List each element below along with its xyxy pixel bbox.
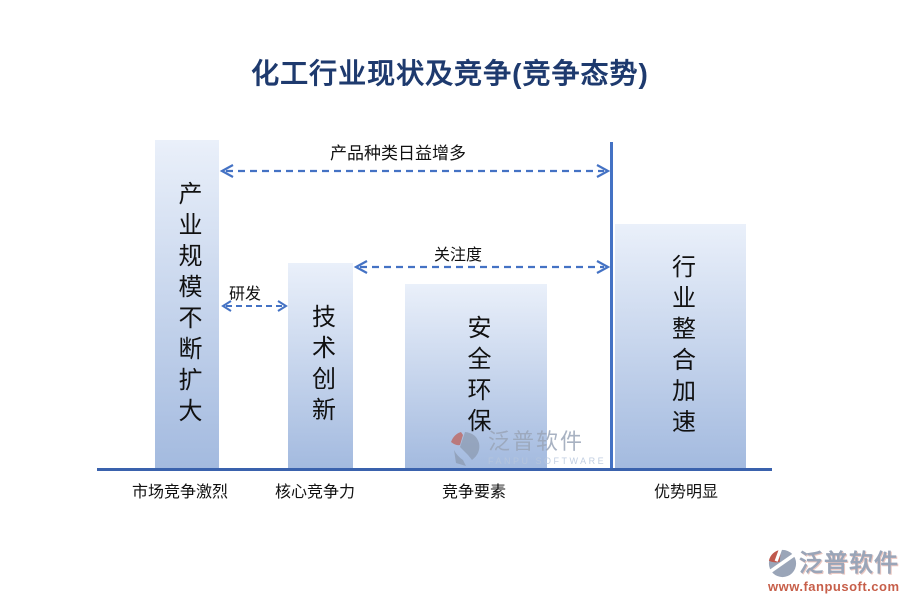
fanpu-logo-icon [768, 549, 797, 578]
caption-core-competitiveness: 核心竞争力 [274, 484, 355, 501]
caption-competition-factors: 竞争要素 [441, 484, 506, 501]
arrow-label-attention: 关注度 [433, 247, 482, 264]
arrow-label-product-variety: 产品种类日益增多 [330, 144, 466, 163]
axis-baseline [97, 468, 772, 471]
watermark-corner: 泛普软件 www.fanpusoft.com [768, 549, 900, 594]
bar-industry-integration-label: 行业整合加速 [667, 253, 695, 440]
bar-industry-integration: 行业整合加速 [615, 224, 746, 469]
bar-tech-innovation-label: 技术创新 [307, 304, 335, 428]
diagram-title: 化工行业现状及竞争(竞争态势) [251, 58, 649, 89]
watermark-center: 泛普软件 FANPU SOFTWARE [448, 429, 607, 467]
vertical-divider-line [610, 142, 613, 469]
watermark-center-name: 泛普软件 [488, 429, 585, 454]
arrow-label-rd: 研发 [228, 286, 261, 303]
fanpu-logo-icon [451, 432, 480, 466]
bar-safety-environment-label: 安全环保 [463, 314, 490, 439]
watermark-center-subtitle: FANPU SOFTWARE [488, 456, 607, 467]
bar-tech-innovation: 技术创新 [288, 263, 353, 469]
caption-obvious-advantage: 优势明显 [653, 484, 718, 501]
watermark-corner-name: 泛普软件 [799, 549, 899, 577]
watermark-corner-url: www.fanpusoft.com [768, 579, 900, 594]
caption-market-competition: 市场竞争激烈 [131, 484, 228, 501]
bar-industry-scale-label: 产业规模不断扩大 [174, 180, 201, 429]
bar-industry-scale: 产业规模不断扩大 [155, 140, 219, 469]
double-arrow-product-variety [219, 164, 611, 178]
